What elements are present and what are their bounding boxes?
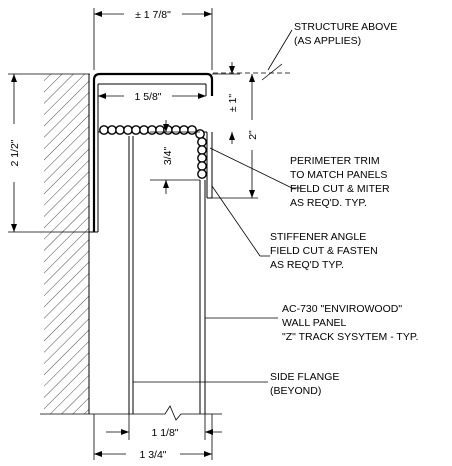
callout-trim-line2: TO MATCH PANELS — [290, 169, 387, 181]
wall-panel — [128, 136, 206, 414]
callout-stiffener-line1: STIFFENER ANGLE — [270, 231, 366, 243]
callout-trim-line1: PERIMETER TRIM — [290, 155, 380, 167]
sealant-bead — [99, 125, 207, 179]
dim-trim-gap-text: ± 1" — [227, 94, 239, 113]
callout-trim-line4: AS REQ'D. TYP. — [290, 197, 367, 209]
callout-structure-line1: STRUCTURE ABOVE — [294, 21, 397, 33]
dim-overall-height-text: 2 1/2" — [9, 139, 21, 166]
dim-trim-depth: 2" — [212, 74, 259, 199]
dim-overall-height: 2 1/2" — [8, 73, 90, 233]
callout-panel-line1: AC-730 "ENVIROWOOD" — [282, 303, 402, 315]
dim-trim-depth-text: 2" — [247, 130, 259, 140]
callout-panel-line3: "Z" TRACK SYSYTEM - TYP. — [282, 331, 418, 343]
callout-trim-line3: FIELD CUT & MITER — [290, 183, 390, 195]
callout-structure-line2: (AS APPLIES) — [294, 35, 361, 47]
dim-top-width-text: ± 1 7/8" — [135, 9, 171, 21]
callout-stiffener: STIFFENER ANGLE FIELD CUT & FASTEN AS RE… — [211, 185, 378, 271]
dim-trim-width-text: 1 5/8" — [134, 91, 161, 103]
dim-outer-width-text: 1 3/4" — [139, 449, 166, 461]
callout-wall-panel: AC-730 "ENVIROWOOD" WALL PANEL "Z" TRACK… — [205, 303, 418, 343]
structure-above-line — [213, 63, 290, 81]
callout-structure: STRUCTURE ABOVE (AS APPLIES) — [267, 21, 397, 71]
callout-stiffener-line2: FIELD CUT & FASTEN — [270, 245, 378, 257]
callout-flange-line1: SIDE FLANGE — [270, 371, 339, 383]
dim-trim-width: 1 5/8" — [98, 91, 206, 103]
dim-angle-leg: 3/4" — [150, 120, 200, 194]
callout-side-flange: SIDE FLANGE (BEYOND) — [133, 371, 339, 397]
dim-trim-gap: ± 1" — [212, 62, 240, 144]
stiffener-angle — [98, 131, 213, 199]
dim-angle-leg-text: 3/4" — [162, 147, 174, 166]
callout-panel-line2: WALL PANEL — [282, 317, 347, 329]
dim-top-width: ± 1 7/8" — [93, 8, 213, 70]
break-line — [40, 405, 222, 421]
dim-inner-width-text: 1 1/8" — [151, 427, 178, 439]
dim-inner-width: 1 1/8" — [106, 414, 222, 440]
wall-hatch — [44, 74, 90, 414]
callout-stiffener-line3: AS REQ'D TYP. — [270, 259, 344, 271]
callout-flange-line2: (BEYOND) — [270, 385, 321, 397]
perimeter-trim — [89, 72, 214, 233]
callout-perimeter-trim: PERIMETER TRIM TO MATCH PANELS FIELD CUT… — [209, 147, 390, 209]
dim-outer-width: 1 3/4" — [93, 414, 213, 461]
